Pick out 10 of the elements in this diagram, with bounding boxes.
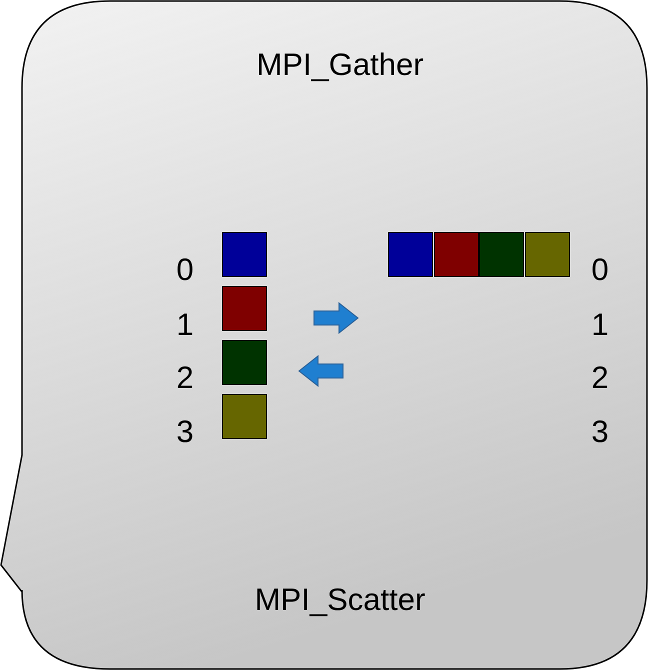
rank-number: 3 <box>591 414 609 450</box>
rank-number: 2 <box>591 360 609 396</box>
rank-number: 0 <box>591 252 609 288</box>
rank-number: 1 <box>176 307 194 343</box>
rank-number: 1 <box>591 307 609 343</box>
rank-number: 2 <box>176 360 194 396</box>
rank-number: 3 <box>176 414 194 450</box>
heading: MPI_Gather <box>256 47 424 83</box>
rank-number: 0 <box>176 252 194 288</box>
footer-text: MPI_Scatter <box>254 582 426 618</box>
